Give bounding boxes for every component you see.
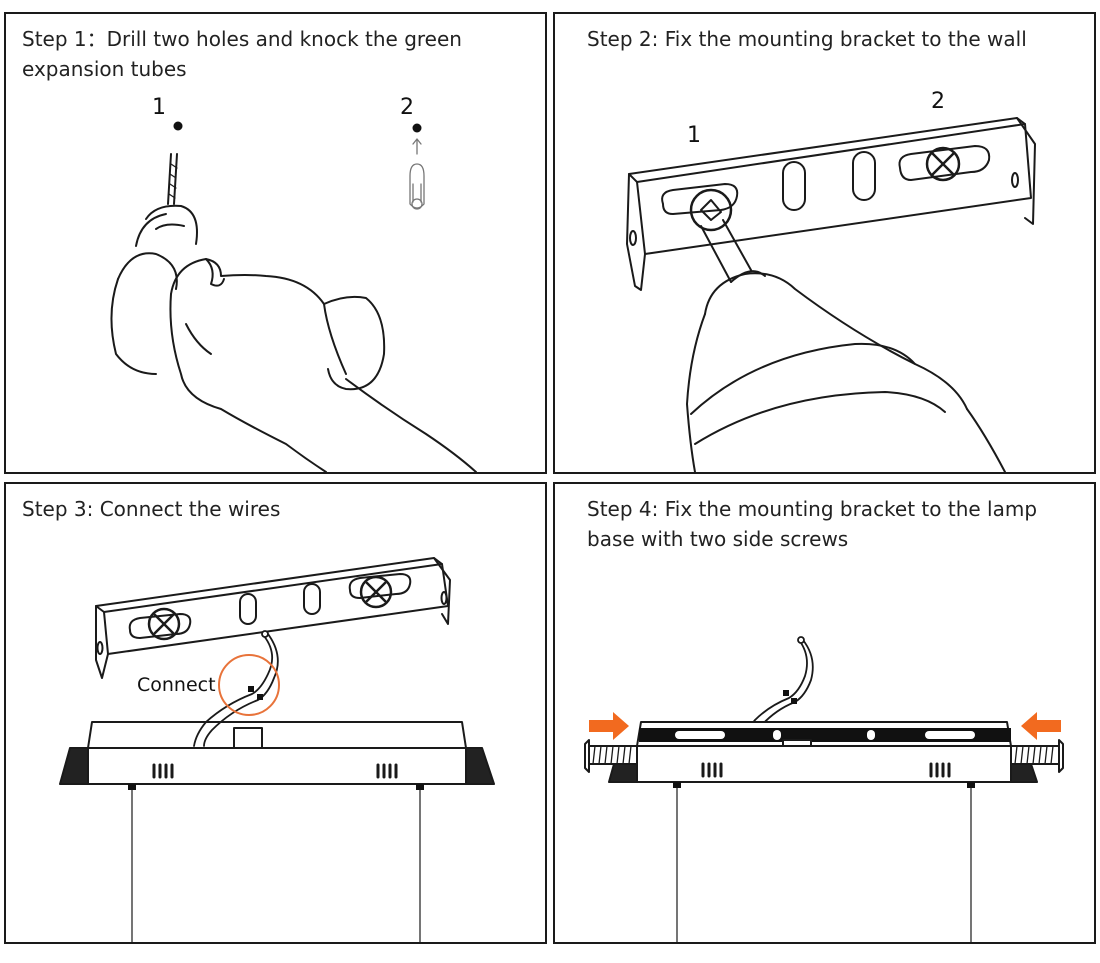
lamp-base-icon xyxy=(608,721,1038,942)
marker-2-label: 2 xyxy=(400,95,414,120)
step-3-caption: Step 3: Connect the wires xyxy=(22,497,281,521)
connect-highlight-circle xyxy=(218,654,280,716)
step-2-panel: Step 2: Fix the mounting bracket to the … xyxy=(553,12,1096,474)
marker-2-label: 2 xyxy=(931,89,945,114)
step-1-panel: Step 1：Drill two holes and knock the gre… xyxy=(4,12,547,474)
mounting-bracket-icon xyxy=(626,117,1036,291)
side-screw-right-icon xyxy=(1010,739,1064,773)
step-4-panel: Step 4: Fix the mounting bracket to the … xyxy=(553,482,1096,944)
connect-label: Connect xyxy=(137,674,216,696)
step-2-illustration: 1 2 xyxy=(626,89,1036,472)
arrow-right-icon xyxy=(589,712,629,740)
step-3-panel: Step 3: Connect the wires xyxy=(4,482,547,944)
step-3-illustration: Connect xyxy=(59,557,495,942)
hand-icon xyxy=(169,258,477,472)
step-1-illustration: 1 2 xyxy=(110,95,477,472)
arrow-left-icon xyxy=(1021,712,1061,740)
step-1-caption: Step 1：Drill two holes and knock the gre… xyxy=(22,27,462,81)
drill-icon xyxy=(110,204,198,375)
screw-icon xyxy=(689,188,733,232)
lamp-base-icon xyxy=(59,721,495,942)
screw-icon xyxy=(359,575,393,609)
mounting-bracket-icon xyxy=(95,557,451,679)
step-4-illustration xyxy=(584,636,1064,942)
marker-1-label: 1 xyxy=(687,123,701,148)
hole-1-dot xyxy=(173,121,183,131)
expansion-tube-icon xyxy=(409,138,425,210)
step-2-caption: Step 2: Fix the mounting bracket to the … xyxy=(587,27,1027,51)
drill-bit-icon xyxy=(167,153,178,205)
step-4-caption: Step 4: Fix the mounting bracket to the … xyxy=(587,497,1038,551)
marker-1-label: 1 xyxy=(152,95,166,120)
screw-icon xyxy=(147,607,181,641)
hole-2-dot xyxy=(412,123,422,133)
side-screw-left-icon xyxy=(584,739,638,773)
screw-icon xyxy=(925,146,961,182)
drill-icon xyxy=(686,219,1006,472)
wire-icon xyxy=(193,630,279,747)
